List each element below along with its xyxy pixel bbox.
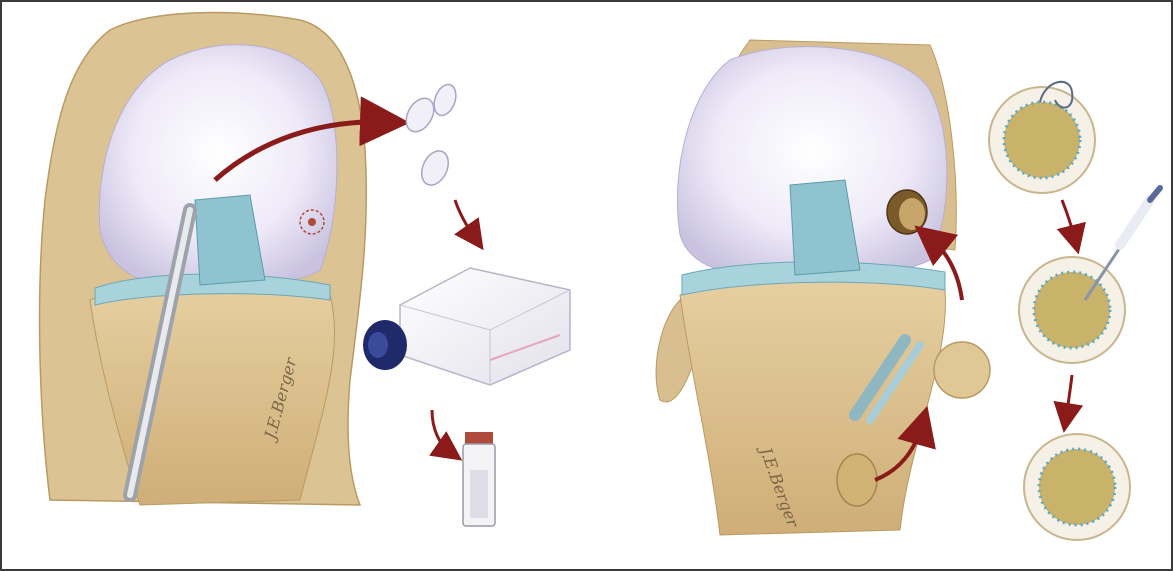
vial-icon — [463, 432, 495, 526]
periosteal-patch-icon — [934, 342, 990, 398]
cartilage-chips-icon — [401, 82, 460, 190]
culture-arrow — [455, 200, 475, 238]
petri-dish-3 — [1024, 434, 1130, 540]
left-knee: J.E.Berger — [40, 13, 367, 505]
petri-dish-2 — [1019, 257, 1125, 363]
syringe-icon — [1085, 188, 1160, 300]
dish-arrow-1 — [1062, 200, 1075, 240]
right-knee: J.E.Berger — [656, 40, 956, 535]
dish-arrow-2 — [1066, 375, 1072, 418]
right-tibia — [680, 279, 945, 535]
culture-flask-icon — [363, 268, 570, 385]
vial-arrow — [432, 410, 450, 452]
periosteum-harvest-site — [837, 454, 877, 506]
petri-dish-1 — [989, 87, 1095, 193]
